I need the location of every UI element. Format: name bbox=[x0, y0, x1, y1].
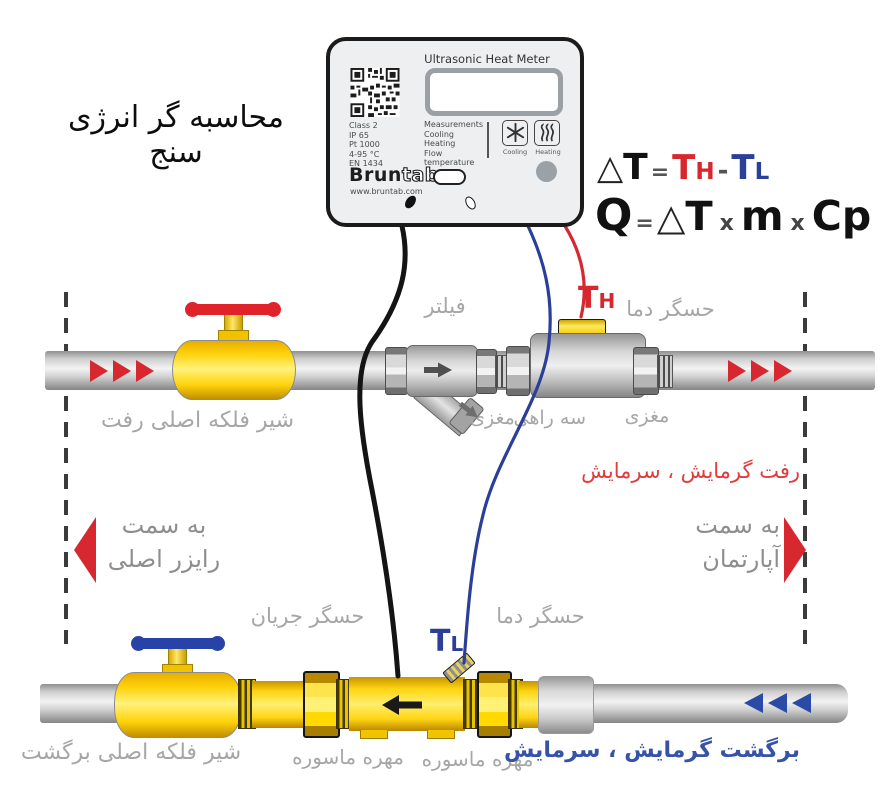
label-to-apartment: به سمت آپارتمان bbox=[695, 511, 780, 573]
arrow-left-icon bbox=[768, 693, 787, 713]
return-coupling bbox=[538, 676, 594, 734]
brand-logo: Bruntab bbox=[349, 163, 439, 186]
label-return-flow: برگشت گرمایش ، سرمایش bbox=[503, 738, 800, 763]
nipple-nut-left bbox=[476, 349, 497, 394]
label-nipple-right: مغزی bbox=[624, 405, 670, 427]
divider bbox=[487, 122, 489, 158]
lcd-display bbox=[425, 68, 563, 116]
cold-sensor-cable bbox=[462, 224, 552, 665]
label-to-riser: به سمت رایزر اصلی bbox=[107, 511, 221, 573]
supply-flow-arrows-left bbox=[90, 360, 154, 382]
arrow-left-icon bbox=[744, 693, 763, 713]
diagram-title: محاسبه گر انرژی سنج bbox=[68, 100, 284, 170]
to-apartment-arrow-icon bbox=[784, 517, 806, 583]
supply-valve-body bbox=[172, 340, 296, 400]
arrow-right-icon bbox=[136, 360, 154, 382]
cooling-icon bbox=[502, 120, 528, 146]
flow-meter-tab bbox=[360, 730, 388, 739]
label-supply-flow: رفت گرمایش ، سرمایش bbox=[581, 459, 800, 483]
label-nipple-left: مغزی bbox=[470, 407, 515, 429]
right-boundary-dashed-line bbox=[803, 292, 807, 644]
screw-icon bbox=[402, 193, 419, 211]
screw-icon bbox=[463, 194, 478, 212]
device-oval-button[interactable] bbox=[433, 169, 466, 185]
left-boundary-dashed-line bbox=[64, 292, 68, 644]
label-tee: سه راهی bbox=[513, 407, 586, 429]
t-low-tag: TL bbox=[430, 624, 464, 659]
nipple-thread-right bbox=[657, 355, 673, 388]
tee-nut-left bbox=[506, 346, 530, 396]
union-nut-left bbox=[303, 671, 340, 738]
heating-caption: Heating bbox=[535, 148, 561, 156]
label-temp-sensor-top: حسگر دما bbox=[626, 297, 715, 321]
brand-website: www.bruntab.com bbox=[350, 187, 423, 196]
flow-meter-direction-arrow-icon bbox=[382, 695, 422, 715]
label-union-nut-right: مهره ماسوره bbox=[421, 747, 534, 771]
tee-nut-right bbox=[633, 347, 659, 395]
arrow-right-icon bbox=[751, 360, 769, 382]
label-return-valve: شیر فلکه اصلی برگشت bbox=[20, 740, 242, 765]
label-union-nut-mid: مهره ماسوره bbox=[292, 745, 404, 769]
supply-valve-handle bbox=[185, 302, 281, 317]
return-yellow-pipe-2 bbox=[519, 681, 541, 728]
formula-delta-t: △T=TH-TL bbox=[597, 147, 770, 188]
arrow-right-icon bbox=[90, 360, 108, 382]
filter-flow-arrow-icon bbox=[424, 362, 452, 378]
return-yellow-pipe-1 bbox=[252, 681, 306, 728]
label-supply-valve: شیر فلکه اصلی رفت bbox=[100, 408, 295, 433]
heating-icon bbox=[534, 120, 560, 146]
cooling-caption: Cooling bbox=[502, 148, 528, 156]
arrow-left-icon bbox=[792, 693, 811, 713]
return-pipe-left bbox=[40, 684, 128, 723]
return-valve-handle bbox=[131, 636, 225, 651]
qr-code bbox=[350, 68, 400, 117]
return-flow-arrows bbox=[744, 693, 811, 713]
label-flow-sensor: حسگر جریان bbox=[250, 604, 365, 628]
t-high-tag: TH bbox=[578, 281, 616, 316]
flow-meter-tab bbox=[427, 730, 455, 739]
label-filter: فیلتر bbox=[424, 294, 466, 318]
label-temp-sensor-bottom: حسگر دما bbox=[496, 604, 585, 628]
arrow-right-icon bbox=[113, 360, 131, 382]
tee-body bbox=[530, 333, 646, 398]
device-title: Ultrasonic Heat Meter bbox=[424, 52, 550, 66]
union-nut-right bbox=[477, 671, 512, 738]
device-button[interactable] bbox=[536, 161, 557, 182]
supply-flow-arrows-right bbox=[728, 360, 792, 382]
to-riser-arrow-icon bbox=[74, 517, 96, 583]
return-valve-body bbox=[114, 672, 242, 738]
arrow-right-icon bbox=[728, 360, 746, 382]
arrow-right-icon bbox=[774, 360, 792, 382]
filter-inlet-nut bbox=[385, 347, 408, 395]
